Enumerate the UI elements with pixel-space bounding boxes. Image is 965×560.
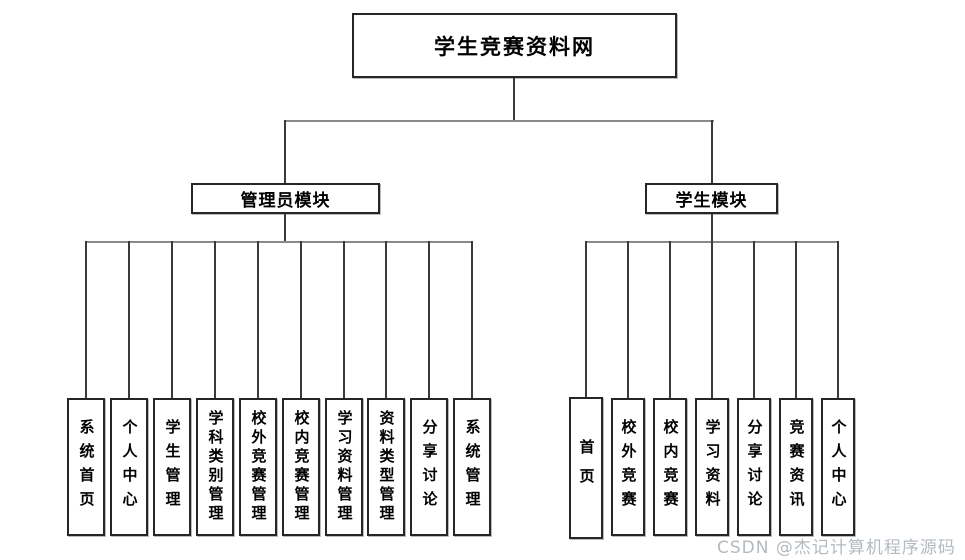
- connector-to-admin-module: [284, 120, 286, 183]
- connector-to-student-module: [711, 120, 713, 183]
- connector-admin-horizontal: [85, 241, 473, 243]
- connector-admin-child-4: [214, 241, 216, 398]
- leaf-label: 竞赛资讯: [787, 419, 806, 515]
- leaf-label: 资料类型管理: [377, 410, 396, 524]
- connector-admin-child-6: [300, 241, 302, 398]
- connector-student-drop: [711, 214, 713, 241]
- leaf-node-system-home: 系统首页: [67, 398, 105, 536]
- connector-admin-child-8: [385, 241, 387, 398]
- leaf-node-study-material: 学习资料: [695, 398, 729, 536]
- connector-level1-horizontal: [284, 120, 714, 122]
- admin-module-node: 管理员模块: [191, 183, 380, 214]
- student-module-label: 学生模块: [675, 191, 748, 211]
- leaf-label: 校外竞赛管理: [249, 410, 268, 524]
- leaf-node-personal-center: 个人中心: [821, 398, 855, 536]
- leaf-label: 个人中心: [829, 419, 848, 515]
- connector-student-child-5: [753, 241, 755, 398]
- leaf-label: 学习资料: [703, 419, 722, 515]
- leaf-node-system-management: 系统管理: [453, 398, 491, 536]
- leaf-node-internal-competition: 校内竞赛: [653, 398, 687, 536]
- connector-student-child-6: [795, 241, 797, 398]
- student-module-node: 学生模块: [645, 183, 778, 214]
- connector-root-drop: [513, 78, 515, 120]
- connector-admin-child-10: [471, 241, 473, 398]
- leaf-label: 系统首页: [77, 419, 96, 515]
- leaf-node-internal-competition-management: 校内竞赛管理: [282, 398, 320, 536]
- leaf-node-subject-category-management: 学科类别管理: [196, 398, 234, 536]
- leaf-label: 个人中心: [120, 419, 139, 515]
- admin-module-label: 管理员模块: [240, 191, 331, 211]
- connector-admin-child-2: [128, 241, 130, 398]
- leaf-label: 分享讨论: [745, 419, 764, 515]
- connector-student-child-7: [837, 241, 839, 398]
- leaf-node-material-type-management: 资料类型管理: [367, 398, 405, 536]
- watermark-text: CSDN @杰记计算机程序源码: [717, 538, 956, 558]
- leaf-node-external-competition: 校外竞赛: [611, 398, 645, 536]
- leaf-node-external-competition-management: 校外竞赛管理: [239, 398, 277, 536]
- connector-admin-child-9: [428, 241, 430, 398]
- leaf-node-student-management: 学生管理: [153, 398, 191, 536]
- leaf-label: 首页: [577, 439, 596, 497]
- leaf-node-competition-news: 竞赛资讯: [779, 398, 813, 536]
- leaf-label: 学科类别管理: [206, 410, 225, 524]
- leaf-node-study-material-management: 学习资料管理: [325, 398, 363, 536]
- leaf-label: 分享讨论: [420, 419, 439, 515]
- root-node-label: 学生竞赛资料网: [434, 34, 595, 59]
- connector-admin-child-5: [257, 241, 259, 398]
- leaf-label: 学习资料管理: [335, 410, 354, 524]
- leaf-label: 系统管理: [463, 419, 482, 515]
- connector-student-child-1: [585, 241, 587, 398]
- root-node: 学生竞赛资料网: [352, 13, 677, 78]
- leaf-node-share-discussion-admin: 分享讨论: [410, 398, 448, 536]
- connector-admin-child-3: [171, 241, 173, 398]
- connector-student-child-2: [627, 241, 629, 398]
- leaf-label: 校内竞赛: [661, 419, 680, 515]
- leaf-node-share-discussion: 分享讨论: [737, 398, 771, 536]
- connector-student-child-3: [669, 241, 671, 398]
- connector-admin-child-1: [85, 241, 87, 398]
- leaf-label: 学生管理: [163, 419, 182, 515]
- connector-admin-child-7: [343, 241, 345, 398]
- connector-admin-drop: [284, 214, 286, 242]
- leaf-label: 校外竞赛: [619, 419, 638, 515]
- connector-student-child-4: [711, 241, 713, 398]
- leaf-node-home: 首页: [569, 397, 603, 539]
- leaf-node-personal-center-admin: 个人中心: [110, 398, 148, 536]
- leaf-label: 校内竞赛管理: [292, 410, 311, 524]
